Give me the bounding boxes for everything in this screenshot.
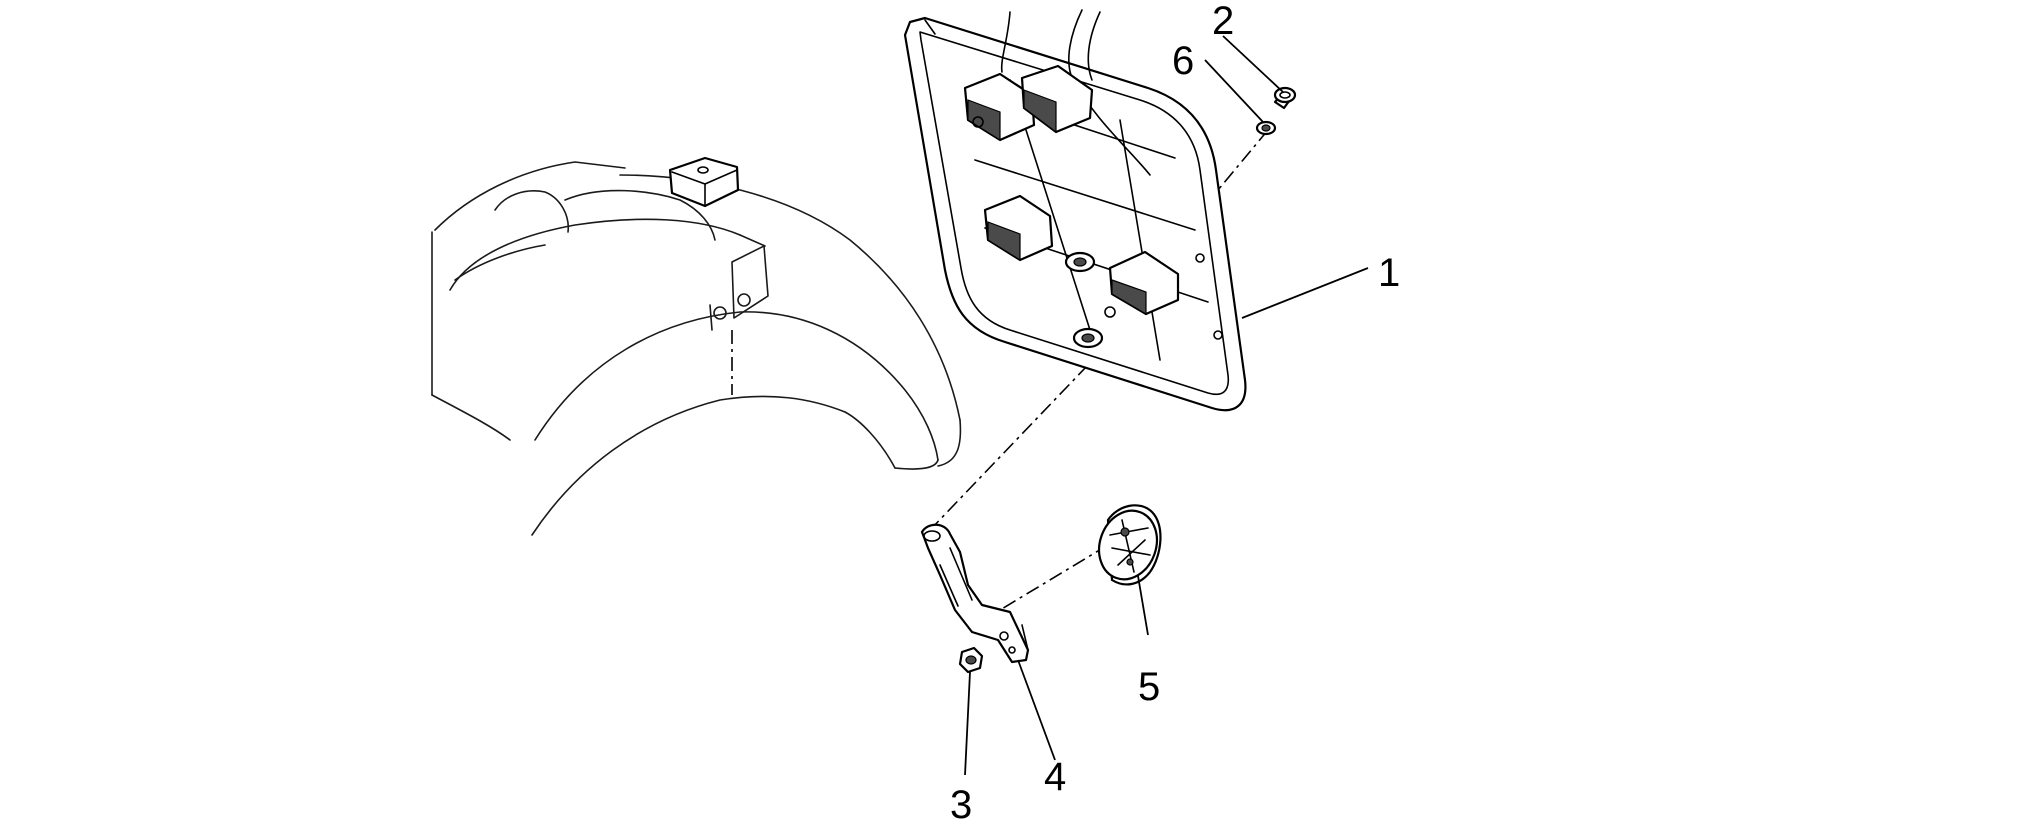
callout-labels: 1 2 3 4 5 6	[950, 0, 1400, 823]
callout-1: 1	[1378, 251, 1400, 295]
washer	[1255, 120, 1277, 136]
callout-2: 2	[1212, 0, 1234, 43]
rear-fender-body	[431, 161, 962, 536]
callout-3: 3	[950, 783, 972, 823]
plate-lamp	[1097, 504, 1162, 586]
screw	[1273, 86, 1297, 110]
nut	[958, 646, 984, 674]
alignment-lines	[731, 129, 1269, 611]
callout-5: 5	[1138, 665, 1160, 709]
callout-4: 4	[1044, 755, 1066, 799]
callout-6: 6	[1172, 39, 1194, 83]
fender-cap	[668, 156, 740, 208]
license-plate-holder	[903, 9, 1247, 412]
light-bracket	[920, 523, 1030, 664]
leader-lines	[964, 35, 1369, 776]
